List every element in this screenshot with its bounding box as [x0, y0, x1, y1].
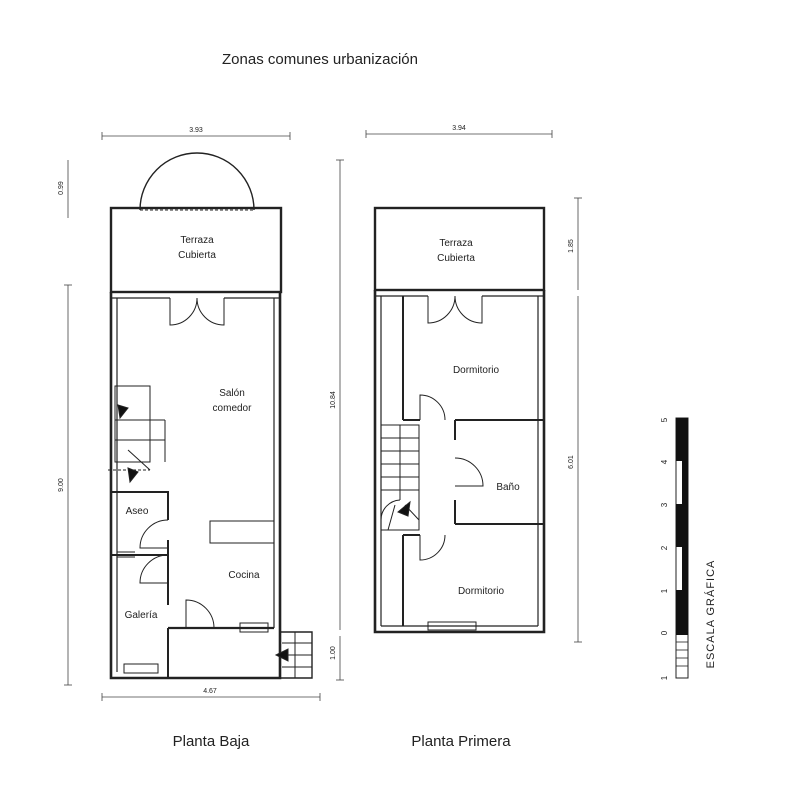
- ground-dim-left-main: 9.00: [58, 478, 65, 492]
- ground-stairs: [108, 385, 166, 484]
- drawing-title: Zonas comunes urbanización: [222, 51, 418, 68]
- ground-kitchen-window: [239, 622, 269, 633]
- first-terrace-label-1: Terraza: [439, 238, 473, 249]
- ground-kitchen-counter: [209, 520, 275, 544]
- ground-dim-bottom: 4.67: [203, 688, 217, 695]
- ground-left-dimension: [64, 160, 72, 686]
- scale-tick-minus-1: 1: [660, 675, 669, 680]
- scale-tick-2: 2: [660, 545, 669, 550]
- first-terrace-outline: [373, 206, 546, 292]
- scale-tick-4: 4: [660, 459, 669, 464]
- ground-dim-left-top: 0.99: [58, 181, 65, 195]
- scale-segment-5: [676, 590, 688, 635]
- first-dorm-top-door: [419, 394, 446, 421]
- ground-top-dimension: [101, 132, 291, 140]
- first-dorm-top-label: Dormitorio: [453, 365, 500, 376]
- ground-floor-plan: [64, 132, 344, 701]
- ground-aseo-door: [139, 519, 169, 549]
- first-dim-top: 3.94: [452, 125, 466, 132]
- scale-tick-5: 5: [660, 417, 669, 422]
- scale-tick-3: 3: [660, 502, 669, 507]
- first-dim-right-top: 1.85: [568, 239, 575, 253]
- ground-galeria-door: [139, 554, 169, 584]
- ground-galeria-window: [123, 663, 159, 674]
- first-dorm-bottom-door: [419, 534, 446, 561]
- scale-segment-2: [682, 461, 688, 504]
- ground-kitchen-door: [185, 599, 215, 629]
- ground-patio-outline: [167, 628, 313, 679]
- first-stairs: [380, 424, 420, 531]
- ground-salon-label-2: comedor: [213, 403, 253, 414]
- first-dim-right-main: 6.01: [568, 455, 575, 469]
- scale-segment-3: [676, 504, 688, 547]
- scale-title: ESCALA GRÁFICA: [704, 560, 717, 669]
- scale-tick-0: 0: [660, 630, 669, 635]
- scale-segment-4: [682, 547, 688, 590]
- ground-galeria-label: Galería: [125, 610, 158, 621]
- scale-tick-1: 1: [660, 588, 669, 593]
- first-terrace-label-2: Cubierta: [437, 253, 475, 264]
- ground-terrace-outline: [109, 206, 283, 294]
- ground-dim-right-total: 10.84: [330, 391, 337, 409]
- ground-terrace-label-1: Terraza: [180, 235, 214, 246]
- graphic-scale: [675, 417, 689, 679]
- ground-terrace-dome: [139, 152, 255, 211]
- first-dorm-bottom-label: Dormitorio: [458, 586, 505, 597]
- first-window: [427, 621, 477, 631]
- ground-cocina-label: Cocina: [228, 570, 260, 581]
- first-floor-plan: [365, 130, 582, 643]
- first-bano-door: [454, 457, 484, 487]
- first-top-dimension: [365, 130, 553, 138]
- first-outer-wall: [373, 290, 546, 634]
- ground-plan-caption: Planta Baja: [173, 733, 250, 750]
- ground-terrace-door: [169, 297, 225, 326]
- first-terrace-door: [427, 295, 483, 324]
- ground-dim-right-bottom: 1.00: [330, 646, 337, 660]
- first-plan-caption: Planta Primera: [411, 733, 511, 750]
- ground-aseo-label: Aseo: [126, 506, 149, 517]
- ground-right-dimension: [336, 159, 344, 681]
- ground-terrace-label-2: Cubierta: [178, 250, 216, 261]
- ground-salon-label-1: Salón: [219, 388, 245, 399]
- ground-bottom-dimension: [101, 693, 321, 701]
- ground-dim-top: 3.93: [189, 127, 203, 134]
- ground-service-walls: [111, 491, 169, 678]
- scale-segment-1: [676, 418, 688, 461]
- first-right-dimension: [574, 197, 582, 643]
- first-bano-label: Baño: [496, 482, 520, 493]
- ground-entry-steps: [274, 632, 312, 678]
